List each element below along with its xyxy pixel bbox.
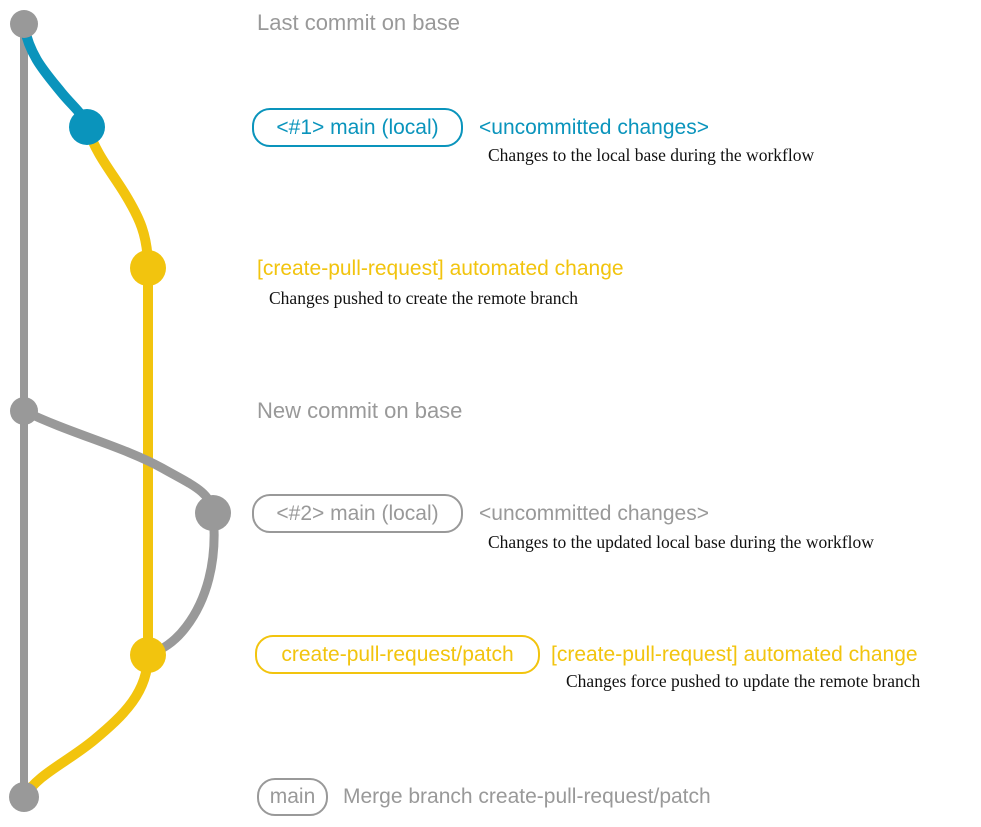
commit-node-main-local-1 [69, 109, 105, 145]
commit-node-main-local-2 [195, 495, 231, 531]
base-to-main2-curve [19, 406, 218, 518]
uncommitted-changes-label-2: <uncommitted changes> [479, 502, 709, 525]
automated-change-title-2: [create-pull-request] automated change [551, 643, 918, 666]
description-automated1: Changes pushed to create the remote bran… [269, 288, 579, 308]
commit-node-automated-1 [130, 250, 166, 286]
description-automated2: Changes force pushed to update the remot… [566, 671, 921, 691]
branch-badge-main-local-1-label: <#1> main (local) [276, 115, 439, 139]
uncommitted-changes-label-1: <uncommitted changes> [479, 116, 709, 139]
branch-badge-main-label: main [269, 785, 316, 808]
commit-node-automated-2 [130, 637, 166, 673]
description-commit1: Changes to the local base during the wor… [488, 145, 815, 165]
main2-to-patch-curve [145, 508, 219, 660]
branch-badge-main-local-2: <#2> main (local) [252, 494, 463, 533]
commit-node-last-base [10, 10, 38, 38]
merge-commit-label: Merge branch create-pull-request/patch [343, 785, 711, 808]
branch-badge-main-local-2-label: <#2> main (local) [276, 501, 439, 525]
automated-change-title-1: [create-pull-request] automated change [257, 257, 624, 280]
branch-badge-main: main [257, 778, 328, 816]
commit-node-new-base [10, 397, 38, 425]
branch-badge-main-local-1: <#1> main (local) [252, 108, 463, 147]
patch-branch-merge-curve [19, 650, 153, 802]
commit-node-merge [9, 782, 39, 812]
branch-badge-patch-label: create-pull-request/patch [281, 642, 514, 666]
section-label-new-commit: New commit on base [257, 398, 463, 423]
branch-badge-patch: create-pull-request/patch [255, 635, 540, 674]
patch-branch-curve-top [82, 122, 153, 273]
description-commit2: Changes to the updated local base during… [488, 532, 874, 552]
section-label-last-commit: Last commit on base [257, 10, 460, 35]
